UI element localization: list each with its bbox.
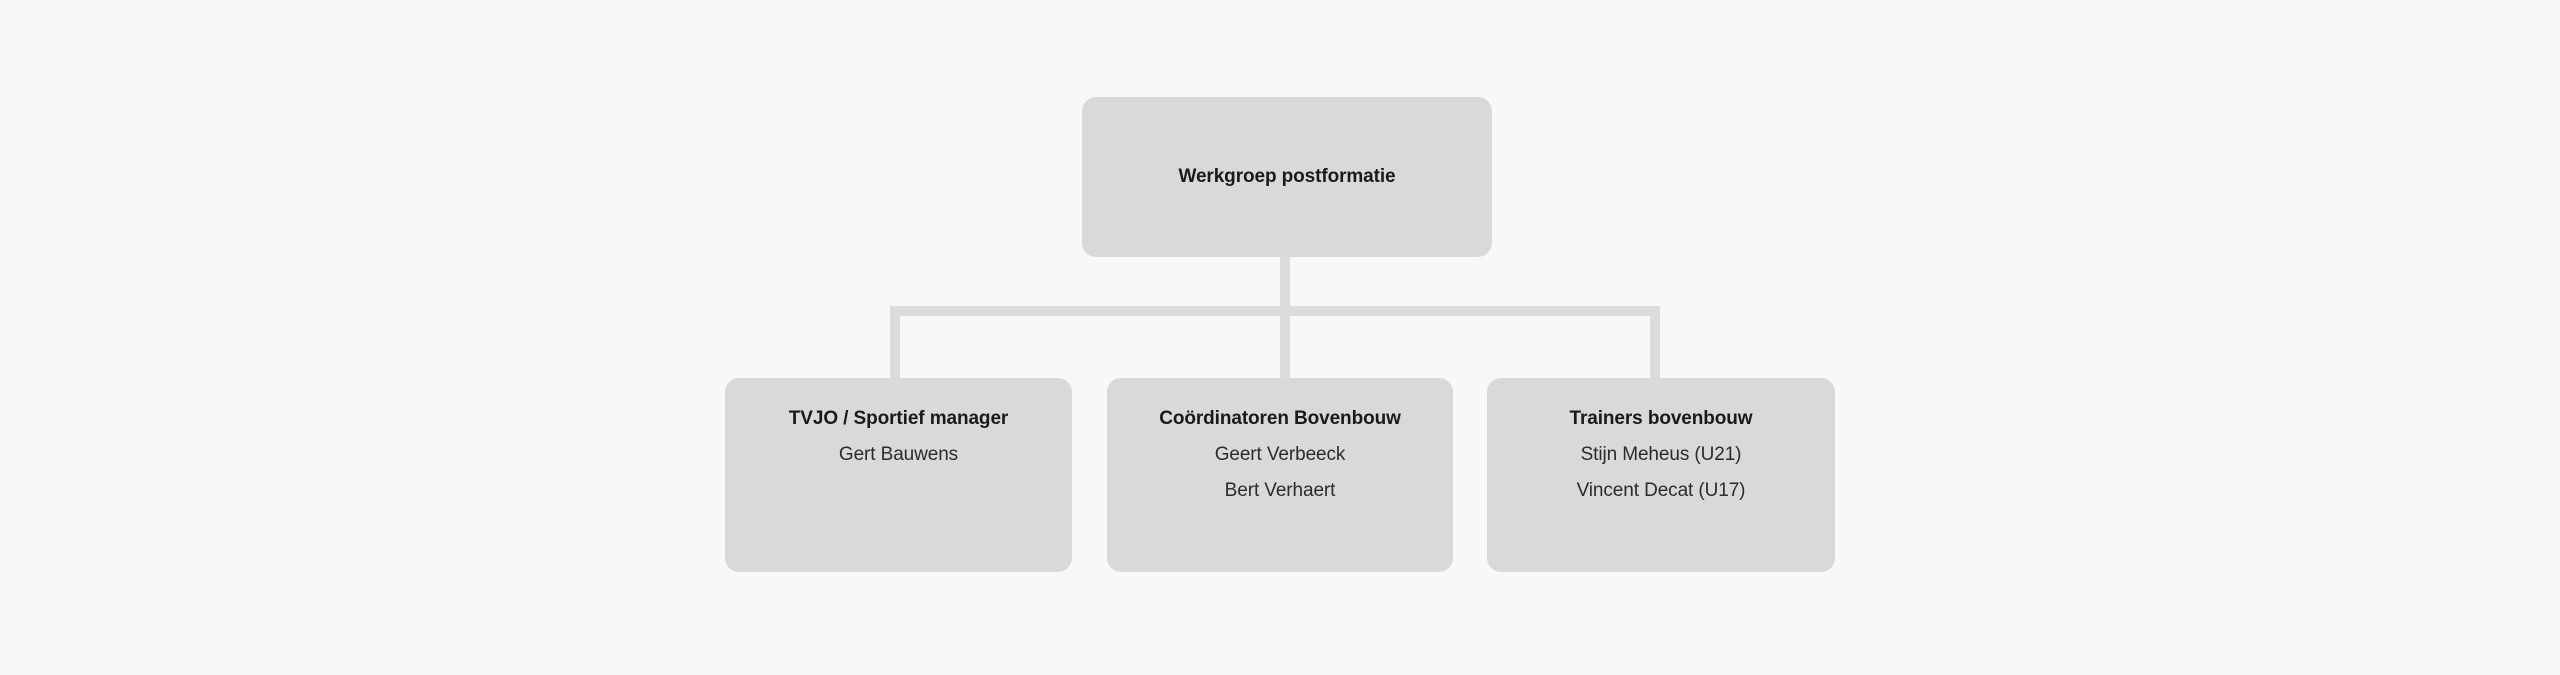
org-node-title: TVJO / Sportief manager [788, 408, 1009, 429]
org-node-person: Stijn Meheus (U21) [1580, 444, 1742, 465]
org-node-title: Trainers bovenbouw [1569, 408, 1753, 429]
org-node-root[interactable]: Werkgroep postformatie [1082, 97, 1492, 257]
connector-drop-child-3 [1650, 306, 1660, 378]
connector-root-stem [1280, 257, 1290, 316]
connector-drop-child-1 [890, 306, 900, 378]
connector-horizontal-bus [890, 306, 1660, 316]
org-node-coordinatoren-bovenbouw[interactable]: Coördinatoren Bovenbouw Geert Verbeeck B… [1107, 378, 1453, 572]
org-node-tvjo-sportief-manager[interactable]: TVJO / Sportief manager Gert Bauwens [725, 378, 1072, 572]
org-node-person: Bert Verhaert [1224, 480, 1336, 501]
connector-drop-child-2 [1280, 306, 1290, 378]
org-node-trainers-bovenbouw[interactable]: Trainers bovenbouw Stijn Meheus (U21) Vi… [1487, 378, 1835, 572]
org-node-person: Geert Verbeeck [1214, 444, 1346, 465]
org-node-person: Vincent Decat (U17) [1576, 480, 1746, 501]
org-node-title: Coördinatoren Bovenbouw [1159, 408, 1401, 429]
org-node-root-title: Werkgroep postformatie [1178, 166, 1396, 187]
org-node-person: Gert Bauwens [838, 444, 959, 465]
